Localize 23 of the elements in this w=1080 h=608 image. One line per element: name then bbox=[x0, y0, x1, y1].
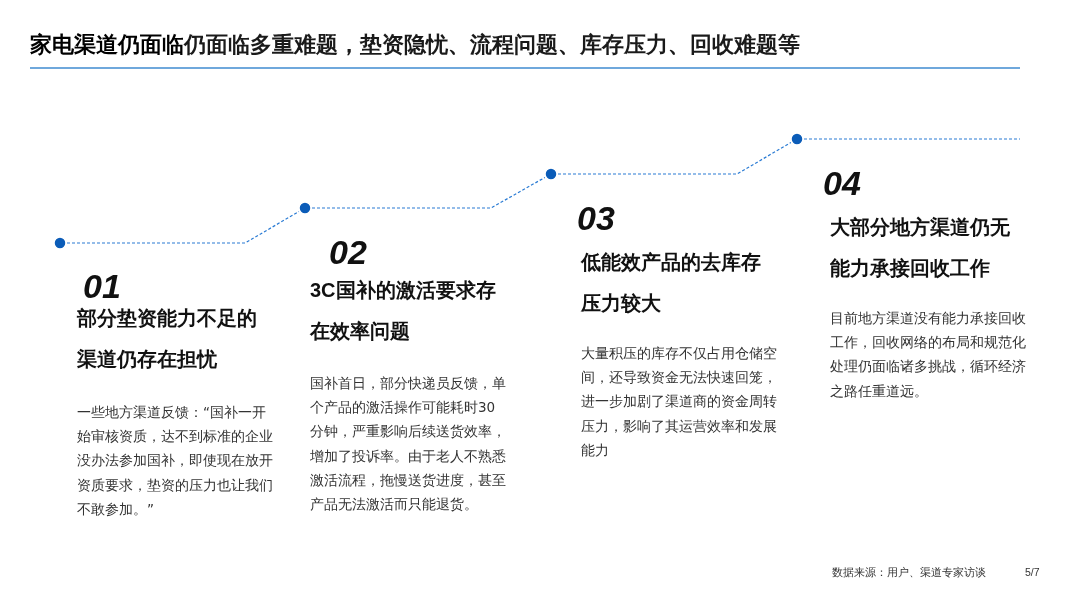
page-number: 5/7 bbox=[1025, 566, 1040, 579]
connector-line bbox=[66, 210, 300, 244]
dot-icon bbox=[298, 201, 312, 215]
step-description: 目前地方渠道没有能力承接回收工作，回收网络的布局和规范化处理仍面临诸多挑战，循环经济之路任重道远。 bbox=[830, 308, 1027, 401]
step-description: 一些地方渠道反馈：“国补一开始审核资质，达不到标准的企业没办法参加国补，即使现在放开资质要求，垫资的压力也让我们不敢参加。” bbox=[77, 402, 274, 519]
dot-icon bbox=[53, 236, 67, 250]
step-number: 02 bbox=[329, 234, 367, 270]
step-number: 04 bbox=[823, 165, 861, 201]
dot-icon bbox=[790, 132, 804, 146]
step-description: 国补首日，部分快递员反馈，单个产品的激活操作可能耗时30分钟，严重影响后续送货效率，增加了投诉率。由于老人不熟悉激活流程，拖慢送货进度，甚至产品无法激活而只能退货。 bbox=[310, 373, 507, 514]
step-heading: 低能效产品的去库存压力较大 bbox=[581, 249, 762, 316]
step-heading: 3C国补的激活要求存在效率问题 bbox=[310, 277, 497, 344]
connector-line bbox=[557, 141, 792, 175]
source-note: 数据来源：用户、渠道专家访谈 bbox=[832, 566, 986, 579]
step-description: 大量积压的库存不仅占用仓储空间，还导致资金无法快速回笼，进一步加剧了渠道商的资金周转压力，影响了其运营效率和发展能力 bbox=[581, 343, 778, 460]
step-number: 01 bbox=[83, 268, 121, 304]
step-heading: 大部分地方渠道仍无能力承接回收工作 bbox=[830, 214, 1011, 281]
connector-line bbox=[311, 176, 546, 209]
step-number: 03 bbox=[577, 200, 615, 236]
step-heading: 部分垫资能力不足的渠道仍存在担忧 bbox=[77, 305, 258, 372]
dot-icon bbox=[544, 167, 558, 181]
slide-title: 家电渠道仍面临仍面临多重难题，垫资隐忧、流程问题、库存压力、回收难题等 bbox=[30, 31, 800, 59]
connector-line bbox=[803, 138, 1021, 140]
